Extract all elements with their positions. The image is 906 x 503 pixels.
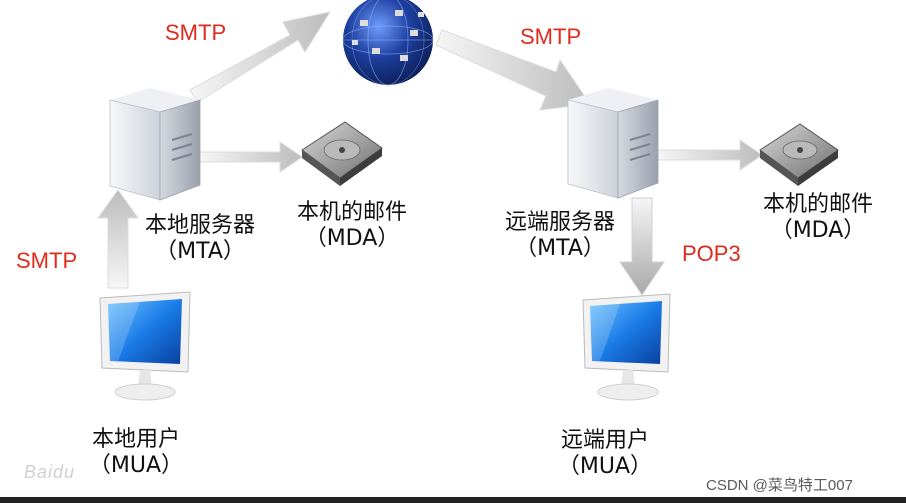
arrow-internet-to-remote — [435, 29, 591, 111]
protocol-label-smtp-top-left: SMTP — [165, 20, 227, 45]
arrow-local-server-to-mailbox — [199, 141, 303, 173]
remote-user-abbr: （MUA） — [557, 454, 653, 479]
local-mailbox-label: 本机的邮件 （MDA） — [282, 200, 422, 252]
baidu-watermark: Baidu — [24, 462, 76, 482]
local-server-label: 本地服务器 （MTA） — [130, 213, 270, 265]
remote-server-icon — [567, 88, 659, 199]
local-server-abbr: （MTA） — [155, 239, 245, 264]
arrow-local-to-internet — [189, 11, 332, 103]
remote-server-abbr: （MTA） — [515, 236, 605, 261]
local-server-icon — [109, 88, 201, 201]
local-user-label: 本地用户 （MUA） — [66, 427, 206, 479]
protocol-label-smtp-top-right: SMTP — [520, 24, 582, 49]
internet-globe-icon — [342, 0, 434, 86]
bottom-border — [0, 497, 906, 503]
local-user-name: 本地用户 — [91, 427, 180, 452]
remote-mailbox-name: 本机的邮件 — [762, 192, 873, 217]
arrow-remote-server-to-mailbox — [656, 139, 763, 171]
remote-mailbox-label: 本机的邮件 （MDA） — [748, 192, 888, 244]
csdn-watermark: CSDN @菜鸟特工007 — [706, 477, 853, 494]
remote-mailbox-abbr: （MDA） — [770, 218, 866, 243]
local-hard-disk-icon — [301, 121, 383, 186]
remote-user-monitor-icon — [582, 293, 671, 401]
local-mailbox-abbr: （MDA） — [304, 226, 400, 251]
local-mailbox-name: 本机的邮件 — [296, 200, 407, 225]
local-user-abbr: （MUA） — [88, 453, 184, 478]
local-user-monitor-icon — [99, 291, 191, 401]
protocol-label-smtp-left: SMTP — [16, 248, 78, 273]
remote-user-label: 远端用户 （MUA） — [535, 428, 675, 480]
arrow-remote-server-to-user — [619, 197, 665, 296]
remote-server-name: 远端服务器 — [504, 210, 615, 235]
arrow-local-user-to-server — [97, 189, 139, 289]
local-server-name: 本地服务器 — [144, 213, 255, 238]
remote-user-name: 远端用户 — [560, 428, 649, 453]
remote-hard-disk-icon — [759, 123, 839, 186]
protocol-label-pop3: POP3 — [682, 241, 741, 266]
remote-server-label: 远端服务器 （MTA） — [490, 210, 630, 262]
